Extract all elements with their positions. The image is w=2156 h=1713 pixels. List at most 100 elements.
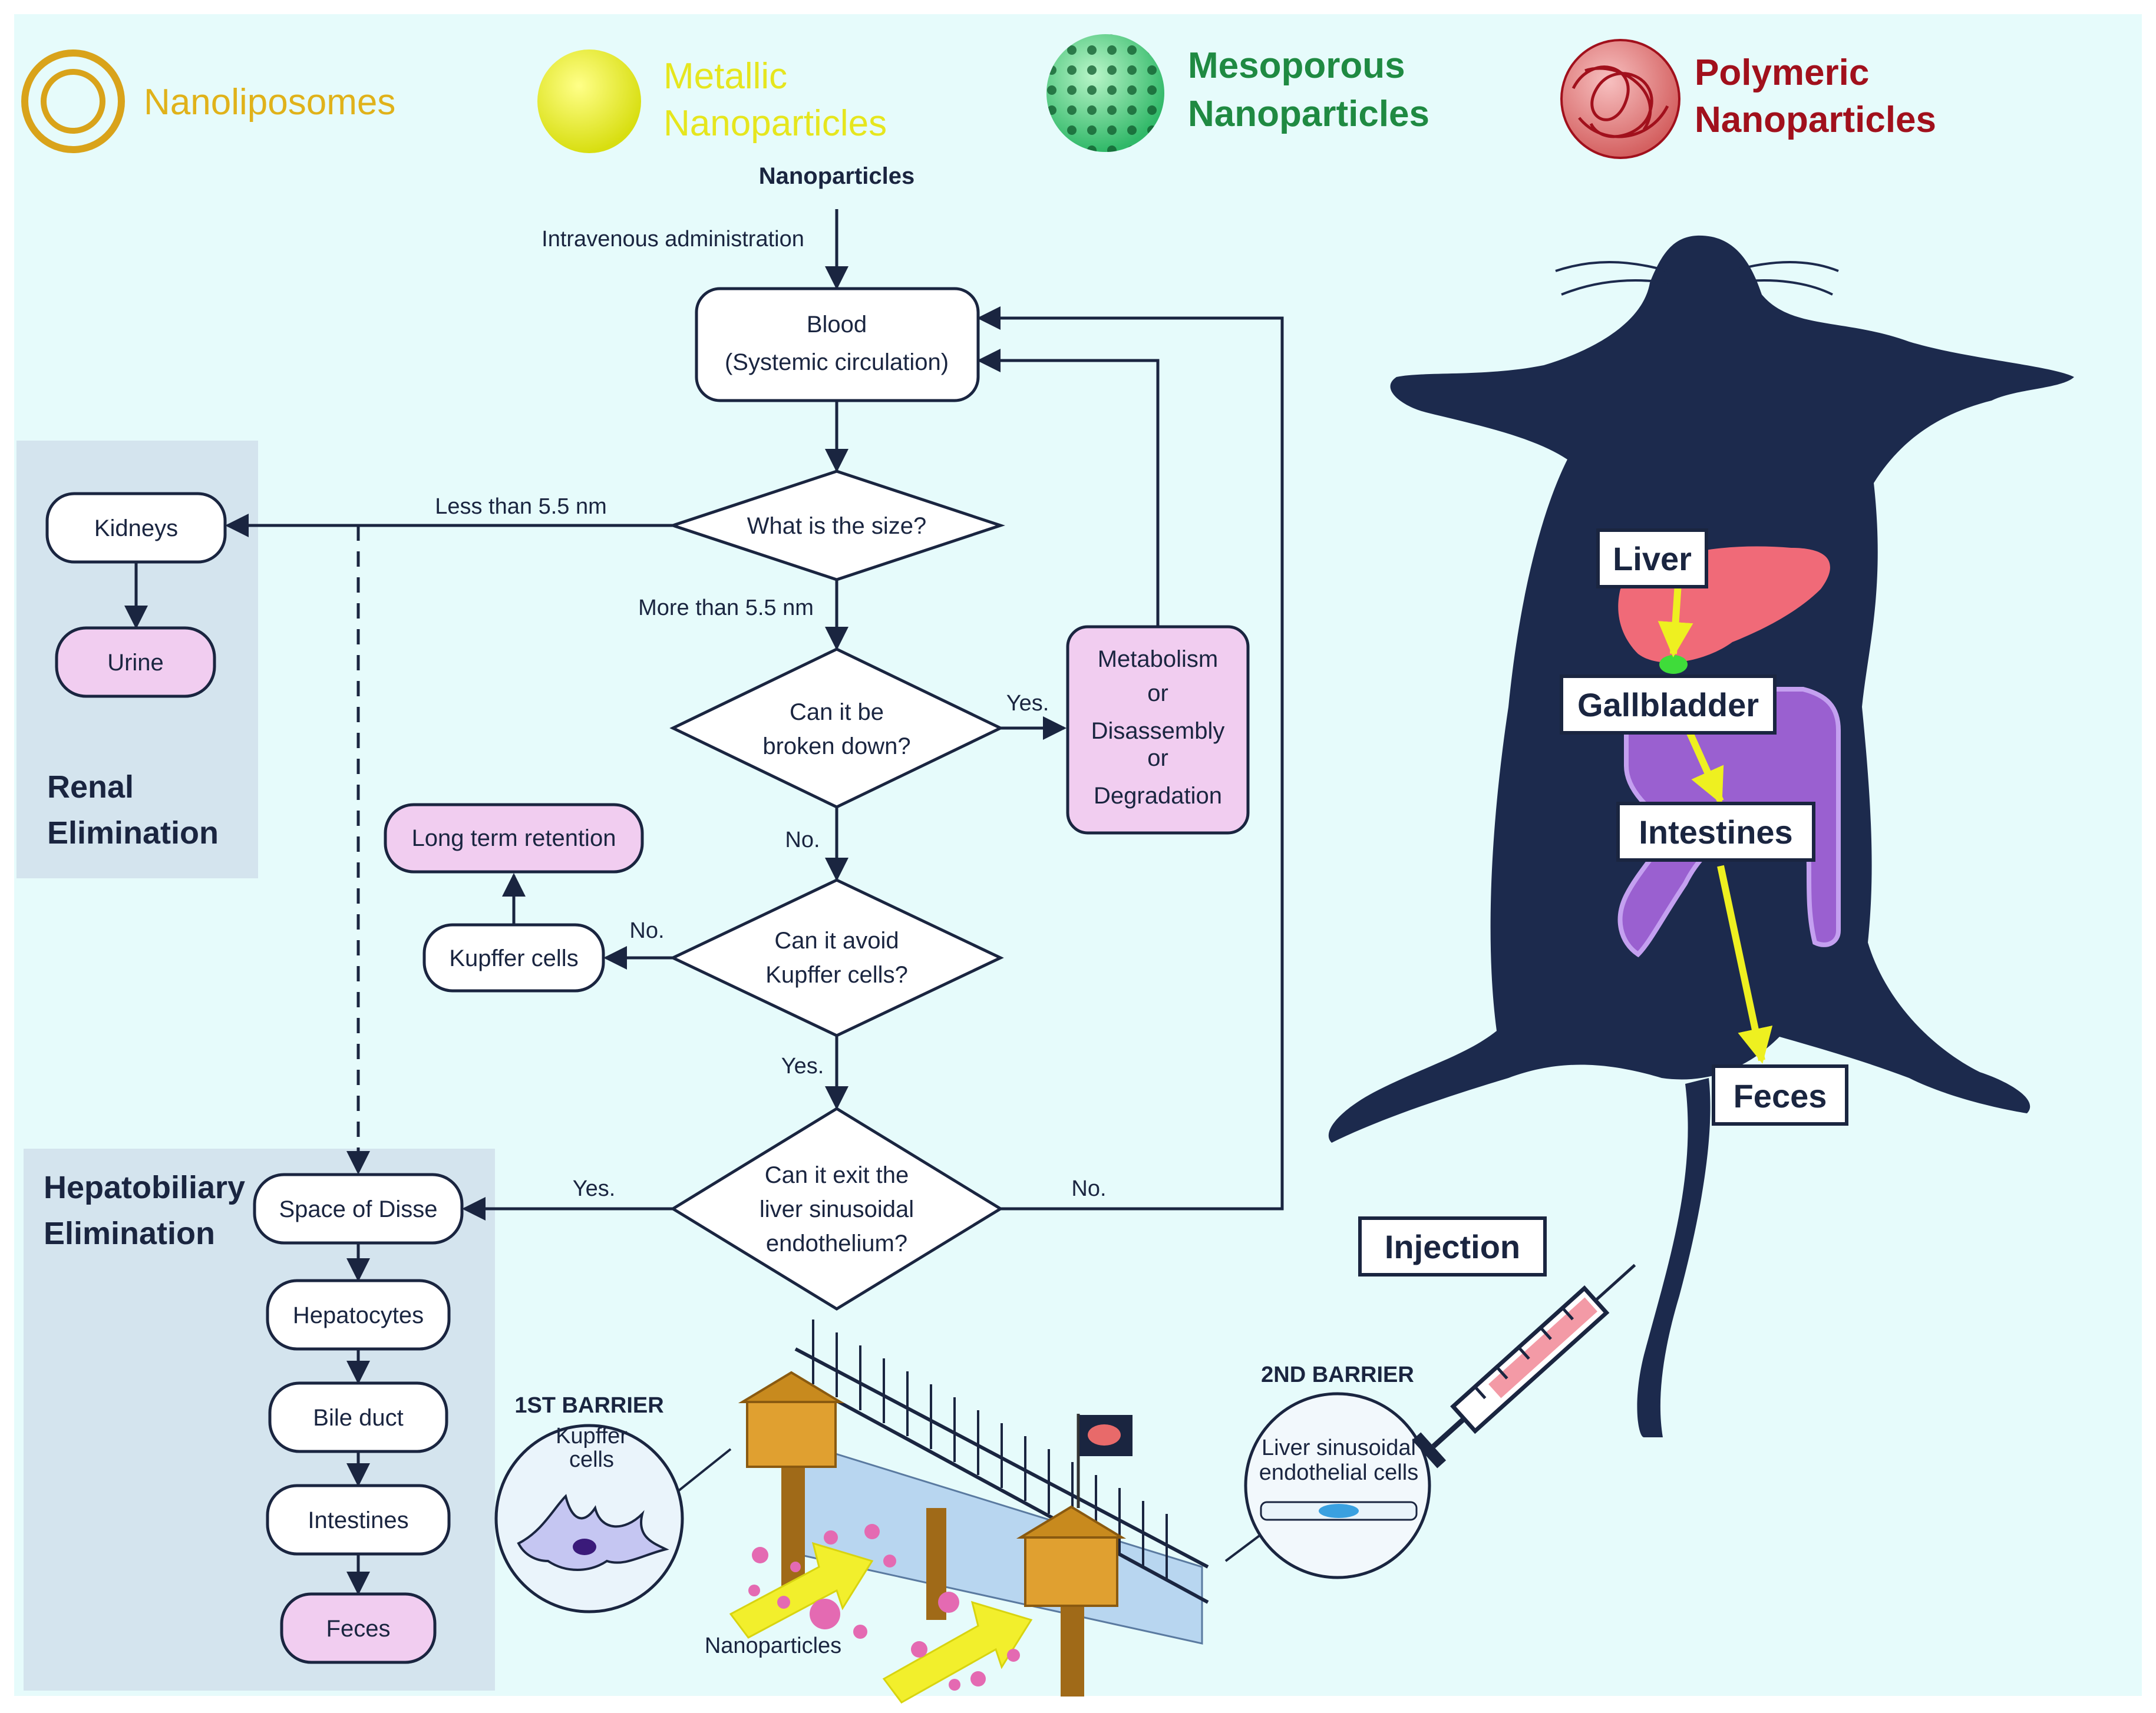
gallbladder-organ <box>1659 655 1688 674</box>
digestion-path-2 <box>1685 729 1724 805</box>
kupffer-cell-icon <box>517 1494 669 1571</box>
syringe-icon <box>1412 1264 1636 1469</box>
mouse-whiskers <box>1555 261 1839 296</box>
legend-metallic: Metallic Nanoparticles <box>537 49 887 153</box>
nanoliposomes-label: Nanoliposomes <box>144 82 395 123</box>
mesoporous-label-line2: Nanoparticles <box>1188 94 1429 134</box>
second-barrier-cells-line2: endothelial cells <box>1259 1460 1418 1485</box>
degradation-label: Degradation <box>1094 783 1222 809</box>
polymeric-nanoparticle-icon <box>1560 39 1680 159</box>
nanoliposome-inner-ring <box>41 69 105 134</box>
metallic-label-line2: Nanoparticles <box>663 103 887 144</box>
metabolism-node <box>1066 625 1250 835</box>
or-label-1: or <box>1147 680 1168 706</box>
intestines-tag <box>1616 802 1815 862</box>
hepato-title-line2: Elimination <box>44 1216 215 1251</box>
more-than-label: More than 5.5 nm <box>638 596 814 620</box>
metallic-label-line1: Metallic <box>663 56 787 97</box>
no-kupffer-label: No. <box>629 918 664 943</box>
watch-tower-2 <box>1016 1505 1127 1697</box>
arrow-metabolism-to-blood <box>977 349 1160 626</box>
exit-line1: Can it exit the <box>765 1162 909 1188</box>
digestion-path-3 <box>1717 865 1773 1064</box>
kupffer-nucleus <box>573 1539 596 1555</box>
second-barrier-bubble <box>1244 1392 1431 1579</box>
nanoliposome-icon <box>21 49 125 153</box>
hepato-step-node-4 <box>280 1592 437 1664</box>
blood-sub-label: (Systemic circulation) <box>725 349 949 375</box>
blood-label: Blood <box>807 312 867 338</box>
polymeric-label-line1: Polymeric <box>1695 52 1869 93</box>
second-barrier-title: 2ND BARRIER <box>1261 1363 1414 1387</box>
exit-decision <box>670 1107 1003 1311</box>
barrier-nanoparticles-label: Nanoparticles <box>705 1633 841 1658</box>
exit-line3: endothelium? <box>766 1231 907 1256</box>
second-barrier-cells-line1: Liver sinusoidal <box>1262 1436 1416 1460</box>
no-exit-label: No. <box>1071 1176 1106 1201</box>
first-barrier-cells-line1: Kupffer <box>556 1424 628 1449</box>
exit-line2: liver sinusoidal <box>760 1196 914 1222</box>
first-barrier-pointer <box>671 1448 732 1497</box>
iv-administration-label: Intravenous administration <box>542 227 804 252</box>
legend-polymeric: Polymeric Nanoparticles <box>1560 39 1936 159</box>
hepato-step-label-2: Bile duct <box>313 1405 403 1431</box>
legend-nanoliposomes: Nanoliposomes <box>21 49 395 153</box>
long-term-retention-node <box>384 803 644 874</box>
feces-tag-label: Feces <box>1734 1077 1827 1115</box>
legend-mesoporous: Mesoporous Nanoparticles <box>1046 34 1429 152</box>
breakdown-line1: Can it be <box>790 699 884 725</box>
hepato-step-label-3: Intestines <box>308 1507 408 1533</box>
arrow-exit-to-blood <box>977 306 1284 1211</box>
hepato-step-label-1: Hepatocytes <box>293 1302 424 1328</box>
fence-posts <box>812 1320 1168 1579</box>
disassembly-label: Disassembly <box>1091 718 1225 744</box>
liver-flag <box>1077 1414 1133 1508</box>
gallbladder-tag-label: Gallbladder <box>1577 686 1759 723</box>
injection-tag <box>1358 1216 1547 1277</box>
breakdown-line2: broken down? <box>762 733 910 759</box>
mesoporous-label-line1: Mesoporous <box>1188 45 1405 86</box>
digestion-path-1 <box>1658 583 1693 657</box>
first-barrier-cells-line2: cells <box>569 1447 614 1472</box>
kidneys-label: Kidneys <box>94 515 178 541</box>
first-barrier-title: 1ST BARRIER <box>514 1393 663 1418</box>
nanoparticle-dots <box>748 1524 1020 1691</box>
liver-tag <box>1596 528 1708 588</box>
watch-tower-1 <box>738 1371 845 1602</box>
nanoparticles-title: Nanoparticles <box>759 163 915 189</box>
long-term-retention-label: Long term retention <box>412 825 616 851</box>
mouse-tail <box>1637 1078 1711 1437</box>
liver-tag-label: Liver <box>1613 540 1692 577</box>
feces-tag <box>1712 1064 1848 1126</box>
mesoporous-pores <box>1046 34 1164 152</box>
yellow-arrow-2 <box>882 1600 1033 1704</box>
hepato-step-label-0: Space of Disse <box>279 1196 437 1222</box>
polymeric-label-line2: Nanoparticles <box>1695 100 1936 140</box>
urine-label: Urine <box>107 650 164 676</box>
intestines-tag-label: Intestines <box>1639 813 1792 851</box>
no-breakdown-label: No. <box>785 828 820 852</box>
polymeric-chains <box>1571 65 1669 138</box>
yellow-arrow-1 <box>729 1542 874 1639</box>
kupffer-q-line1: Can it avoid <box>774 928 899 954</box>
kupffer-cells-label: Kupffer cells <box>449 945 578 971</box>
yes-exit-label: Yes. <box>573 1176 616 1201</box>
less-than-label: Less than 5.5 nm <box>435 494 607 519</box>
mouse-illustration: Liver Gallbladder Intestines Feces Injec… <box>1328 235 2074 1469</box>
renal-title-line2: Elimination <box>47 815 219 851</box>
injection-tag-label: Injection <box>1385 1228 1520 1265</box>
gallbladder-tag <box>1560 674 1777 735</box>
hepato-step-label-4: Feces <box>326 1616 391 1642</box>
endothelial-nucleus <box>1319 1504 1359 1518</box>
size-question-label: What is the size? <box>747 513 927 539</box>
urine-node <box>55 626 216 698</box>
kupffer-q-line2: Kupffer cells? <box>765 962 908 988</box>
metallic-nanoparticle-icon <box>537 49 641 153</box>
barrier-illustration: Nanoparticles 1ST BARRIER Kupffer cells … <box>494 1320 1431 1704</box>
hepato-title-line1: Hepatobiliary <box>44 1170 245 1205</box>
yes-breakdown-label: Yes. <box>1006 691 1049 716</box>
or-label-2: or <box>1147 745 1168 771</box>
metabolism-label: Metabolism <box>1098 646 1219 672</box>
yes-kupffer-label: Yes. <box>781 1054 824 1079</box>
